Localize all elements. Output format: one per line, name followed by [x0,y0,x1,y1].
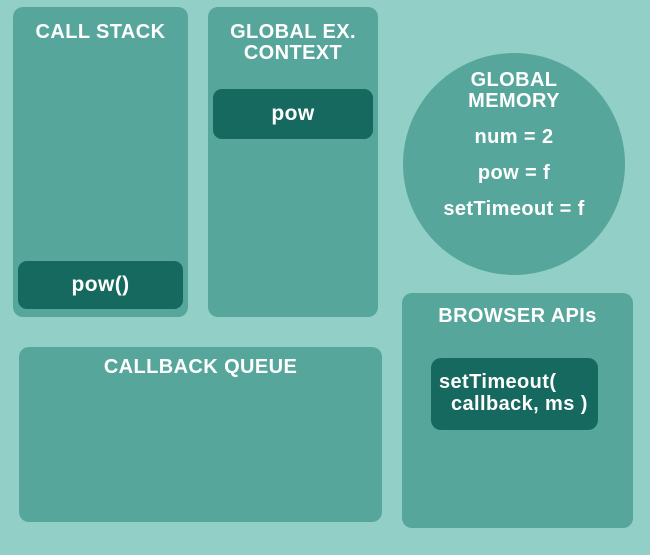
call-stack-frame-label: pow() [71,273,130,296]
memory-entry-pow: pow = f [477,162,551,184]
global-ex-context-item-pow: pow [213,89,373,139]
browser-api-settimeout-label: setTimeout( callback, ms ) [431,358,594,415]
global-memory-title-line2: MEMORY [468,90,560,112]
call-stack-frame-pow: pow() [18,261,183,309]
global-ex-context-title-line2: CONTEXT [243,42,343,64]
browser-api-settimeout-line1: setTimeout( [439,371,557,393]
global-ex-context-title-line1: GLOBAL EX. [230,21,356,43]
callback-queue-title: CALLBACK QUEUE [103,356,298,378]
browser-apis-title: BROWSER APIs [438,305,597,327]
browser-api-settimeout-line2: callback, ms ) [451,393,588,415]
memory-entry-settimeout: setTimeout = f [443,198,585,220]
global-ex-context-panel: GLOBAL EX. CONTEXT pow [208,7,378,317]
callback-queue-panel: CALLBACK QUEUE [19,347,382,522]
global-ex-context-title: GLOBAL EX. CONTEXT [208,22,378,64]
global-ex-context-item-label: pow [271,102,315,125]
global-memory-title-line1: GLOBAL [470,69,558,91]
browser-api-settimeout-chip: setTimeout( callback, ms ) [431,358,598,430]
global-memory-title: GLOBAL MEMORY [403,70,625,112]
browser-apis-panel: BROWSER APIs setTimeout( callback, ms ) [402,293,633,528]
memory-entry-num: num = 2 [474,126,554,148]
call-stack-panel: CALL STACK pow() [13,7,188,317]
global-memory-circle: GLOBAL MEMORY num = 2 pow = f setTimeout… [403,53,625,275]
call-stack-title: CALL STACK [35,21,166,43]
